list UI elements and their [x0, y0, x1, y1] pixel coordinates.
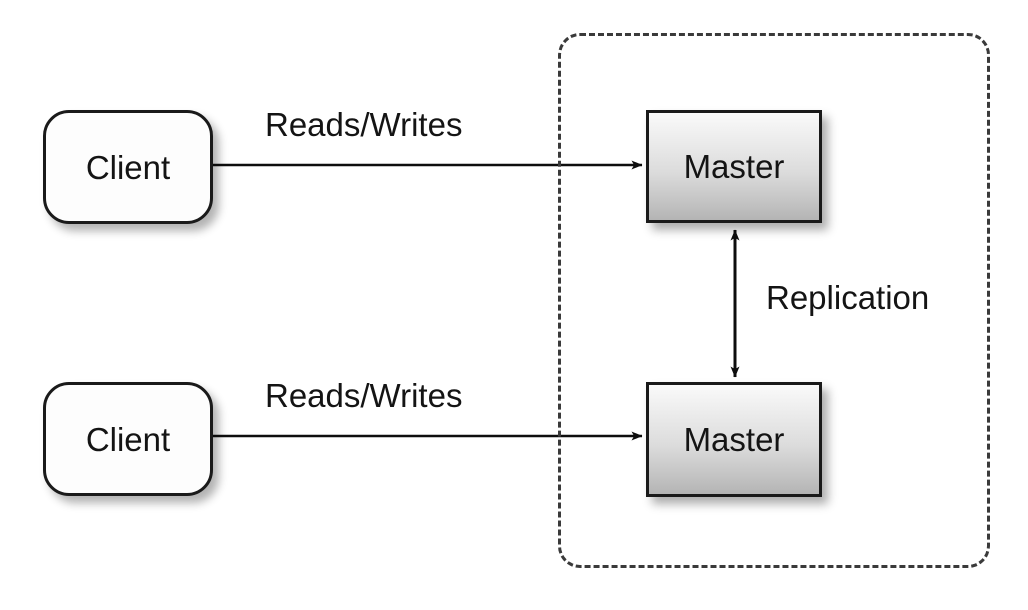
node-client-bottom-label: Client — [85, 420, 171, 458]
edge-label-replication: Replication — [766, 279, 930, 316]
node-master-top[interactable]: Master — [646, 110, 822, 223]
edge-label-reads-writes-top: Reads/Writes — [265, 106, 463, 143]
node-client-bottom[interactable]: Client — [43, 382, 213, 496]
node-client-top[interactable]: Client — [43, 110, 213, 224]
master-group-boundary — [558, 33, 990, 568]
node-master-top-label: Master — [683, 148, 785, 185]
node-client-top-label: Client — [85, 148, 171, 186]
node-master-bottom[interactable]: Master — [646, 382, 822, 497]
edge-label-reads-writes-bottom: Reads/Writes — [265, 377, 463, 414]
node-master-bottom-label: Master — [683, 421, 785, 458]
